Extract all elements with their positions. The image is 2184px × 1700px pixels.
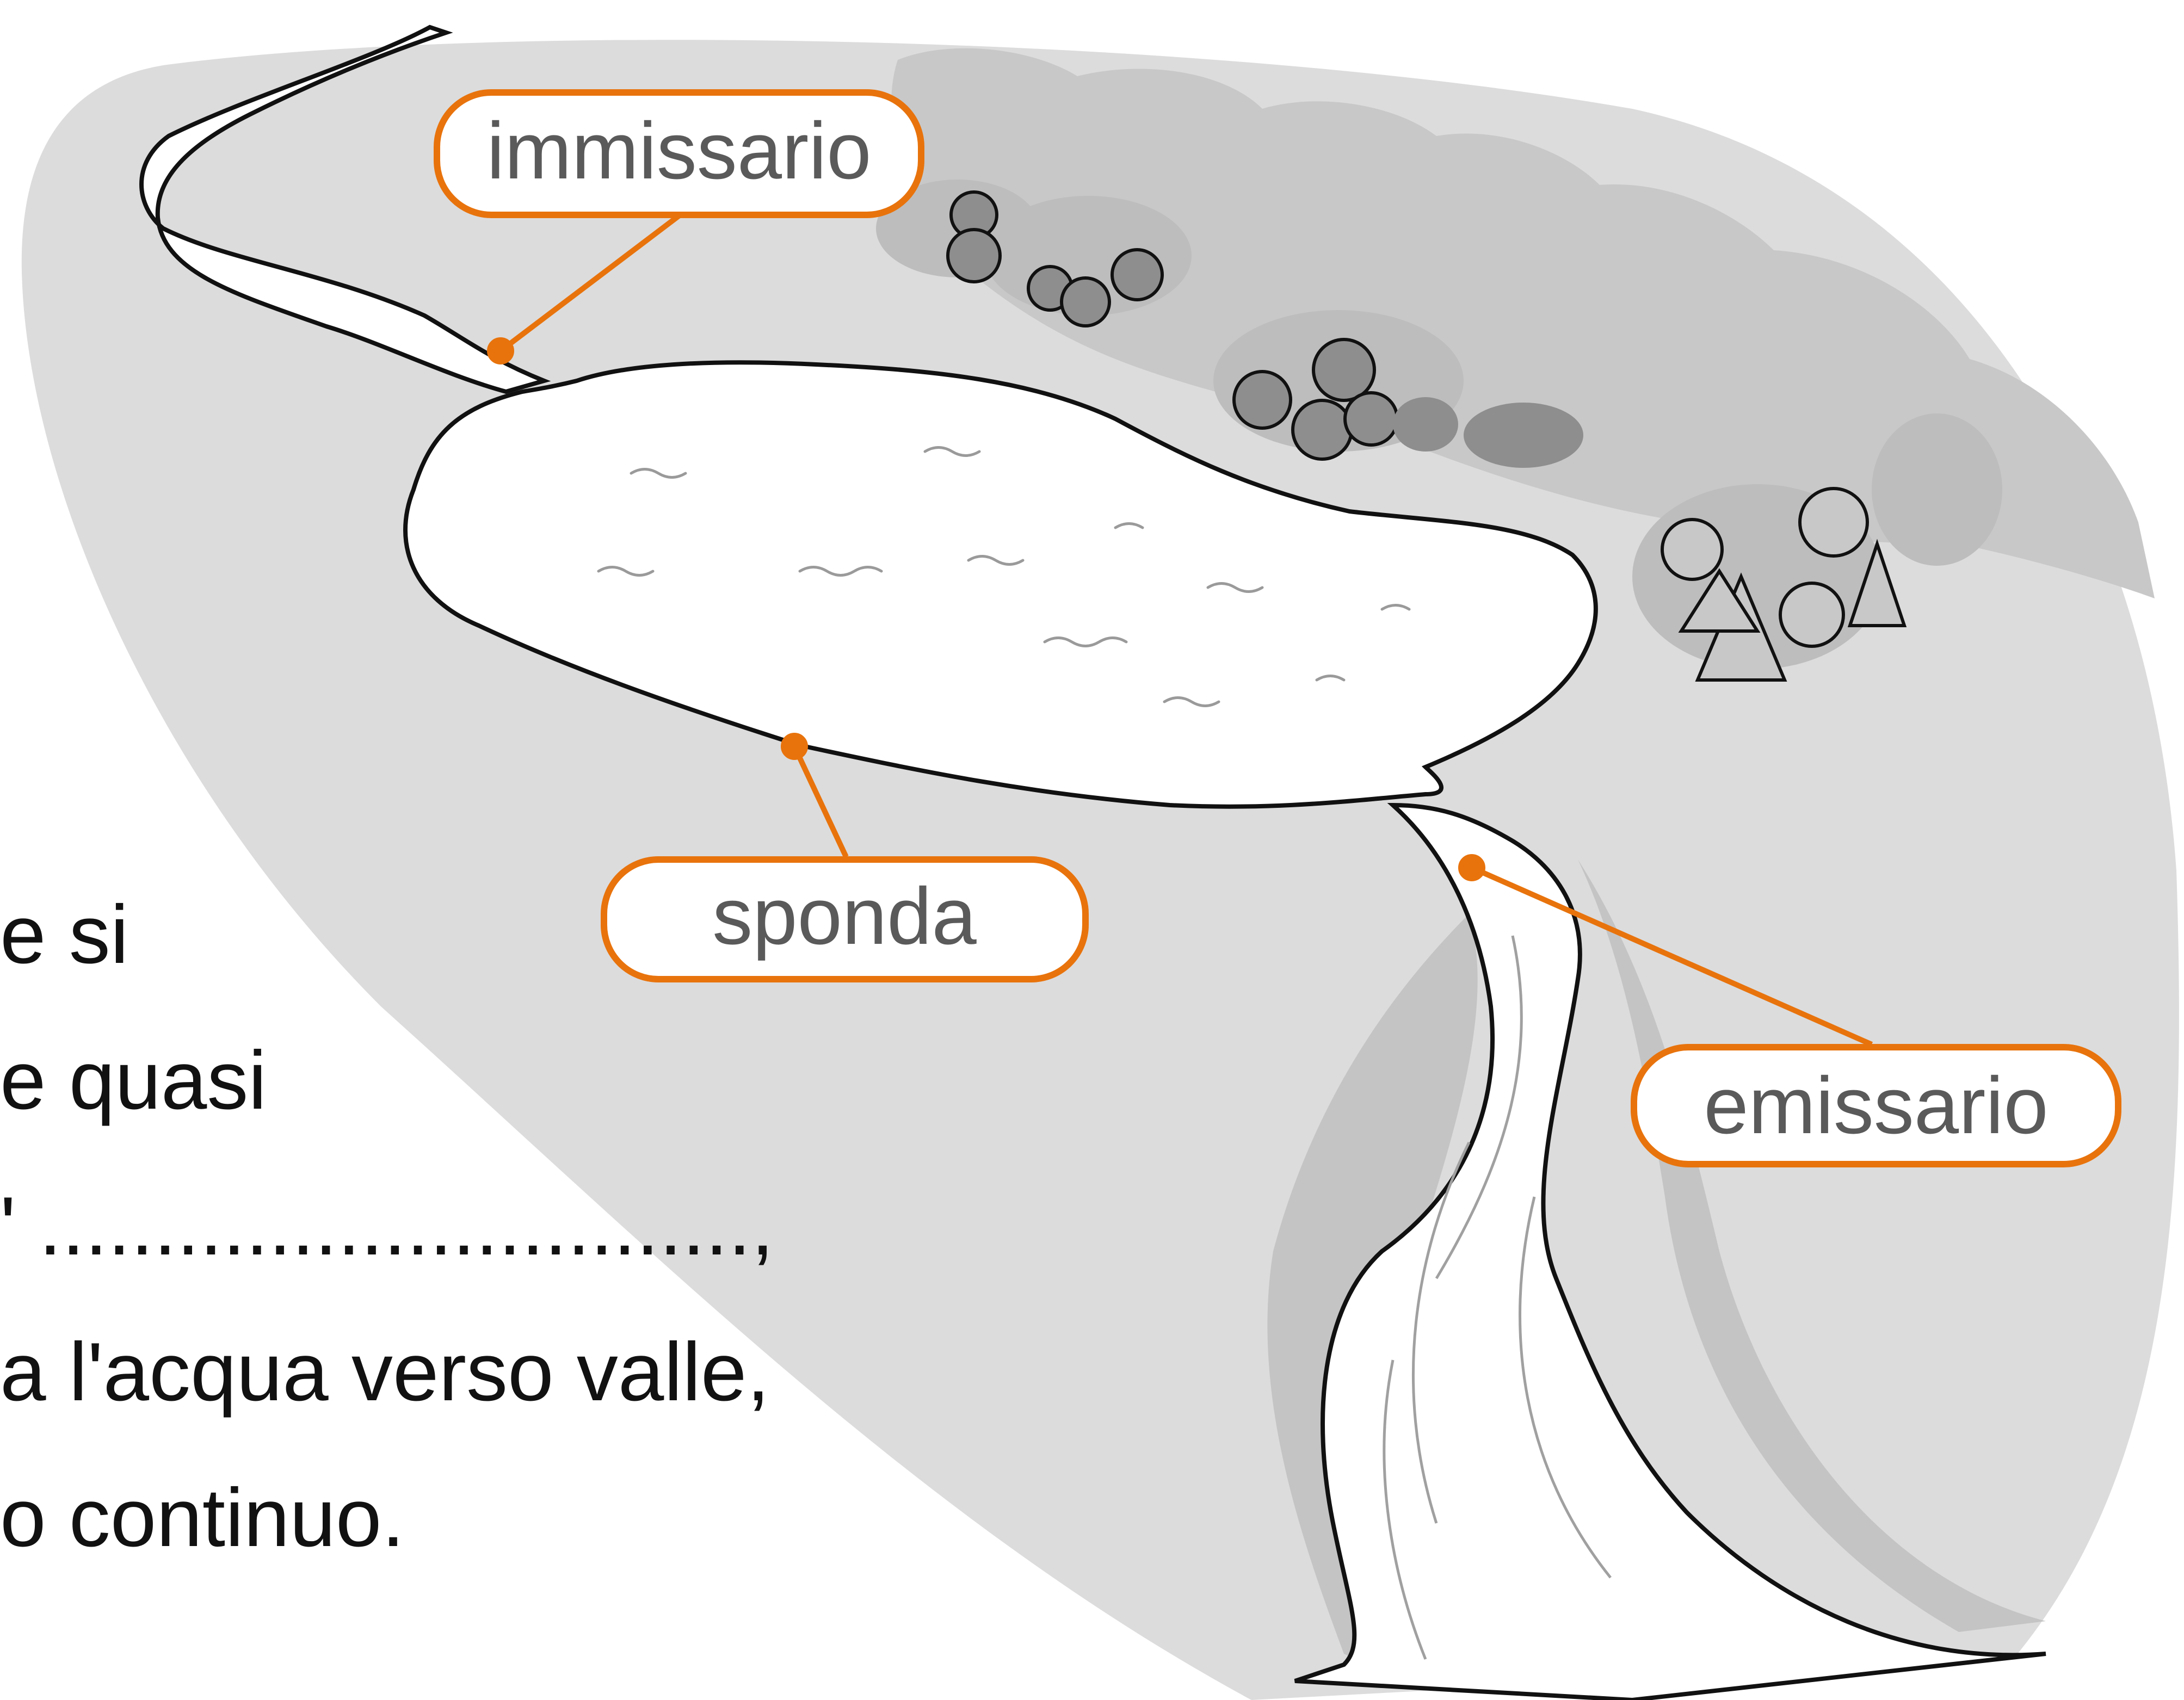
label-immissario: immissario: [434, 89, 924, 218]
river-current-lines: [1383, 935, 1612, 1660]
forest-background: [891, 48, 2155, 599]
text-line-4: a l'acqua verso valle,: [0, 1326, 770, 1418]
wave-icon: [597, 446, 1411, 707]
leader-lines: [487, 213, 1873, 1047]
bush-icon: [946, 190, 1399, 461]
valley-shading-right: [1578, 860, 2046, 1632]
label-emissario-text: emissario: [1704, 1061, 2048, 1151]
text-line-1: e si: [0, 888, 129, 981]
label-immissario-text: immissario: [486, 106, 871, 196]
tree-icon: [1661, 487, 1907, 682]
text-line-5: o continuo.: [0, 1472, 405, 1564]
label-emissario: emissario: [1631, 1044, 2121, 1167]
label-sponda: sponda: [601, 856, 1089, 982]
lake: [403, 360, 1598, 809]
bush-icon: [1393, 397, 1583, 468]
outlet-river: [1294, 802, 2046, 1700]
inlet-river: [139, 24, 551, 394]
label-sponda-text: sponda: [712, 871, 977, 961]
text-line-2: e quasi: [0, 1034, 267, 1127]
text-line-3: ' ...............................,: [0, 1180, 774, 1272]
